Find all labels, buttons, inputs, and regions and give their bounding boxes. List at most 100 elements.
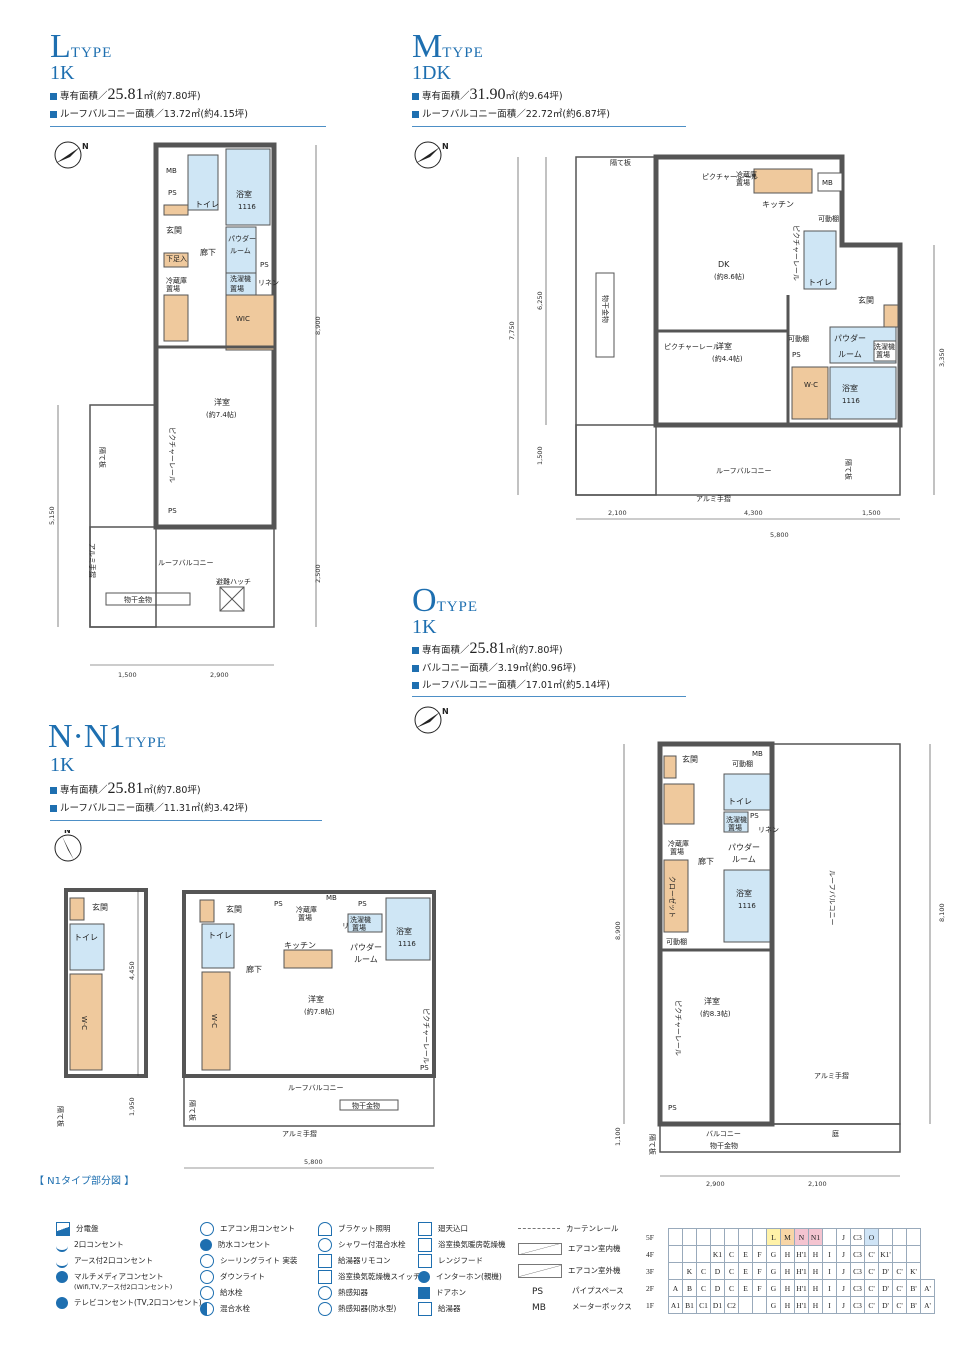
curtain-rail-icon [518, 1227, 560, 1231]
floor-cell: D [710, 1262, 725, 1280]
floor-cell: C' [892, 1296, 907, 1314]
floor-cell: H [780, 1245, 795, 1263]
o-closet-label: クローゼット [668, 876, 677, 918]
m-type-title: MTYPE [412, 28, 484, 66]
l-dim-w1: 1,500 [118, 671, 137, 679]
legend-item: 給湯器 [418, 1302, 461, 1316]
o-bath-size: 1116 [738, 902, 756, 910]
floor-cell [710, 1228, 725, 1246]
floor-cell: H [808, 1279, 823, 1297]
l-washer-label2: 置場 [230, 284, 244, 293]
l-dim-h1: 8,900 [314, 316, 322, 335]
o-dim-w1: 2,900 [706, 1180, 725, 1188]
o-hall-label: 廊下 [698, 856, 714, 866]
ceiling-inlet-icon [418, 1222, 432, 1236]
legend-item: シャワー付混合水栓 [318, 1238, 406, 1252]
water-supply-icon [200, 1286, 214, 1300]
legend-item: ブラケット照明 [318, 1222, 391, 1236]
o-balcony-area: バルコニー面積／3.19㎡(約0.96坪) [412, 660, 576, 674]
o-type-suffix: TYPE [436, 599, 479, 615]
l-fridge-label: 冷蔵庫 [166, 276, 187, 285]
n-roof-balcony: ルーフバルコニー [288, 1084, 343, 1092]
n1-partition-label: 隔て板 [56, 1106, 65, 1127]
n-dryer-label: 物干金物 [352, 1101, 380, 1110]
svg-text:N: N [64, 830, 71, 835]
m-picture-rail-left: ピクチャーレール [664, 343, 720, 351]
n-mb-label: MB [326, 894, 337, 902]
tv-outlet-icon [56, 1297, 68, 1309]
floor-cell: B [682, 1279, 697, 1297]
bath-dryer-icon [418, 1238, 432, 1252]
m-wc-label: W·C [804, 381, 818, 389]
floor-cell: J [836, 1296, 851, 1314]
legend: 分電盤 2口コンセント アース付2口コンセント マルチメディアコンセント (Wi… [56, 1222, 636, 1322]
n-ps3-label: PS [420, 1064, 429, 1072]
l-powder-label: パウダー [228, 234, 256, 243]
ac-outlet-icon [200, 1222, 214, 1236]
m-western-size: (約4.4帖) [712, 354, 743, 363]
floor-cell: A' [920, 1296, 935, 1314]
floor-cell: C [724, 1262, 739, 1280]
l-entrance-label: 玄関 [166, 225, 182, 235]
m-partition-top: 隔て板 [610, 158, 631, 167]
m-partition-side: 隔て板 [844, 459, 853, 480]
l-type-letter: L [50, 28, 71, 65]
floor-cell: C [696, 1279, 711, 1297]
legend-item: テレビコンセント(TV,2口コンセント) [56, 1296, 202, 1310]
distribution-board-icon [56, 1222, 70, 1236]
legend-item: 混合水栓 [200, 1302, 250, 1316]
m-roof-balcony: ルーフバルコニー [716, 467, 771, 475]
o-bath-label: 浴室 [736, 888, 752, 898]
l-toilet-label: トイレ [195, 200, 219, 209]
legend-item: 給水栓 [200, 1286, 243, 1300]
n-toilet-label: トイレ [208, 931, 232, 940]
m-dk-label: DK [718, 260, 730, 269]
o-washer-label: 洗濯機 [726, 815, 747, 824]
n-dim-h1: 4,450 [128, 961, 136, 980]
m-dim-h1: 6,250 [536, 291, 544, 310]
legend-item: ドアホン [418, 1286, 466, 1300]
l-divider [50, 126, 326, 127]
l-roof-balcony: ルーフバルコニー [158, 559, 213, 567]
l-hatch-label: 避難ハッチ [216, 577, 251, 586]
floor-cell [682, 1245, 697, 1263]
floor-cell: B' [906, 1296, 921, 1314]
floor-cell: E [738, 1279, 753, 1297]
bath-dryer-switch-icon [318, 1270, 332, 1284]
floor-cell: C3 [850, 1245, 865, 1263]
floor-cell: C [696, 1262, 711, 1280]
n-powder-label2: ルーム [354, 955, 378, 964]
m-dk-size: (約8.6帖) [714, 272, 745, 281]
legend-item: 熱感知器 [318, 1286, 368, 1300]
l-mb-label: MB [166, 167, 177, 175]
n-ps2-label: PS [358, 900, 367, 908]
n-area: 専有面積／25.81㎡(約7.80坪) [50, 780, 201, 798]
legend-item: 熱感知器(防水型) [318, 1302, 396, 1316]
floor-cell [724, 1228, 739, 1246]
floor-cell: I [822, 1262, 837, 1280]
floor-cell: H'1 [794, 1262, 809, 1280]
north-compass-icon: N [414, 706, 449, 734]
floor-cell: B1 [682, 1296, 697, 1314]
svg-text:N: N [82, 142, 89, 151]
north-compass-icon: N [54, 830, 82, 862]
o-dim-h1: 8,900 [614, 921, 622, 940]
floor-cell: I [822, 1245, 837, 1263]
l-dim-h2: 2,500 [314, 564, 322, 583]
n-washer-label2: 置場 [352, 923, 366, 932]
legend-item: 浴室換気乾燥機スイッチ [318, 1270, 421, 1284]
l-plan-type: 1K [50, 62, 75, 84]
n-bath-label: 浴室 [396, 926, 412, 936]
l-washer-label: 洗濯機 [230, 274, 251, 283]
l-roof-area: ルーフバルコニー面積／13.72㎡(約4.15坪) [50, 106, 248, 120]
n-dim-w1: 5,800 [304, 1158, 323, 1166]
o-area: 専有面積／25.81㎡(約7.80坪) [412, 640, 563, 658]
m-divider [412, 126, 686, 127]
n-rail-label: アルミ手摺 [282, 1129, 317, 1138]
m-powder-label2: ルーム [838, 350, 862, 359]
l-fridge-label2: 置場 [166, 284, 180, 293]
floor-cell: A1 [668, 1296, 683, 1314]
